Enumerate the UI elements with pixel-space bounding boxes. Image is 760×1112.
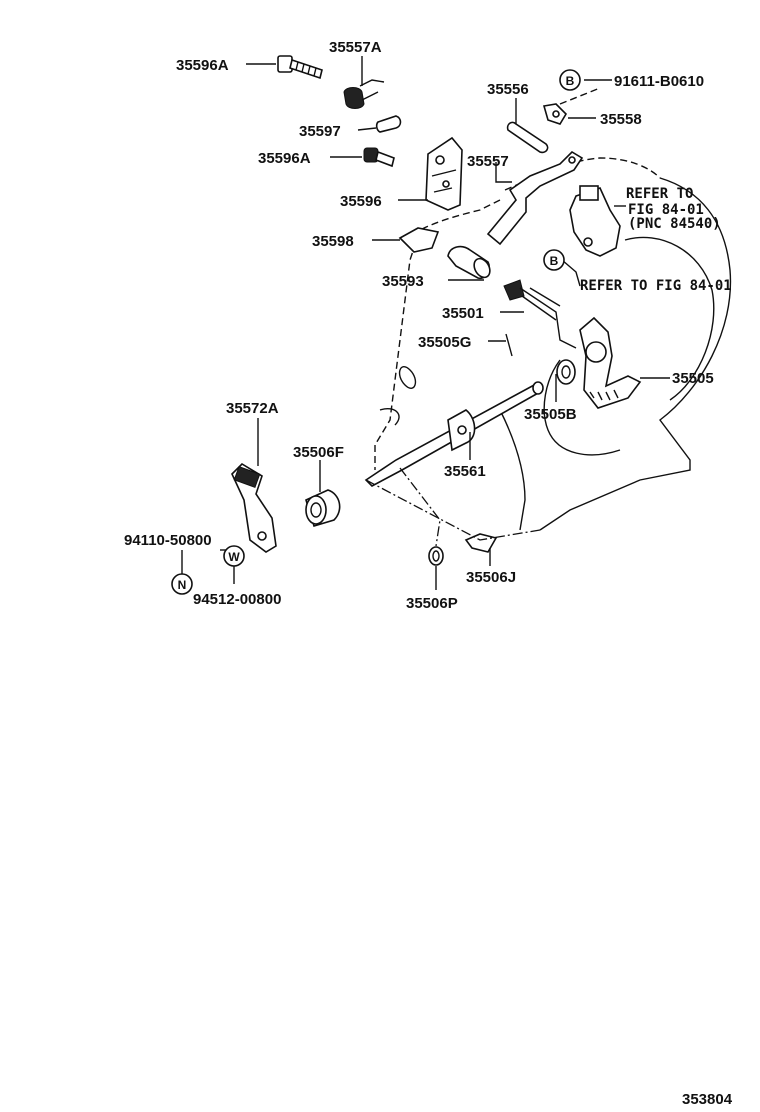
transmission-case-outline [374, 157, 732, 531]
symbol-w-text: W [228, 550, 240, 564]
clip-35558 [542, 103, 568, 125]
label-91611: 91611-B0610 [614, 73, 704, 90]
symbol-n: N [171, 573, 193, 595]
bushing-35506F [305, 489, 341, 527]
seal-35506J [464, 533, 498, 553]
symbol-b-mid: B [543, 249, 565, 271]
refer-note-line1: REFER TO [626, 186, 693, 202]
label-35561: 35561 [444, 463, 486, 480]
lever-35557 [486, 150, 584, 246]
label-35557A: 35557A [329, 39, 382, 56]
refer-note-line3: (PNC 84540) [628, 216, 721, 232]
bracket-35596 [425, 136, 463, 211]
symbol-w: W [223, 545, 245, 567]
spring-35557A [343, 79, 385, 109]
label-35506F: 35506F [293, 444, 344, 461]
pin-35505G [505, 333, 513, 357]
label-35558: 35558 [600, 111, 642, 128]
label-35506P: 35506P [406, 595, 458, 612]
symbol-b-mid-text: B [550, 254, 559, 268]
refer-note-line2: FIG 84-01 [628, 202, 704, 218]
assembly-lines [365, 87, 601, 547]
o-ring-35506P [428, 546, 444, 566]
label-35505B: 35505B [524, 406, 577, 423]
bolt-35596A-mid [363, 147, 395, 168]
label-35501: 35501 [442, 305, 484, 322]
figure-number: 353804 [682, 1091, 733, 1108]
refer-note-b: REFER TO FIG 84-01 [580, 278, 732, 294]
bushing-35505B [556, 359, 576, 385]
label-35596A-top: 35596A [176, 57, 229, 74]
label-35596A-mid: 35596A [258, 150, 311, 167]
label-94110: 94110-50800 [124, 532, 212, 549]
label-35506J: 35506J [466, 569, 516, 586]
plate-35598 [398, 227, 440, 253]
neutral-start-switch [569, 185, 621, 257]
label-94512: 94512-00800 [193, 591, 281, 608]
label-35505: 35505 [672, 370, 714, 387]
symbol-n-text: N [178, 578, 187, 592]
symbol-b-top: B [559, 69, 581, 91]
label-35557: 35557 [467, 153, 509, 170]
pin-35597 [375, 115, 402, 133]
bolt-35596A-top [277, 55, 323, 80]
symbol-b-top-text: B [566, 74, 575, 88]
label-35505G: 35505G [418, 334, 471, 351]
label-35593: 35593 [382, 273, 424, 290]
label-35572A: 35572A [226, 400, 279, 417]
sleeve-35593 [447, 245, 491, 280]
label-35597: 35597 [299, 123, 341, 140]
label-35556: 35556 [487, 81, 529, 98]
rod-35501 [503, 279, 577, 349]
rod-35556 [506, 121, 549, 154]
detent-plate-35505 [579, 316, 642, 409]
label-35598: 35598 [312, 233, 354, 250]
shaft-35561 [364, 381, 544, 487]
label-35596: 35596 [340, 193, 382, 210]
lever-35572A [231, 462, 277, 553]
